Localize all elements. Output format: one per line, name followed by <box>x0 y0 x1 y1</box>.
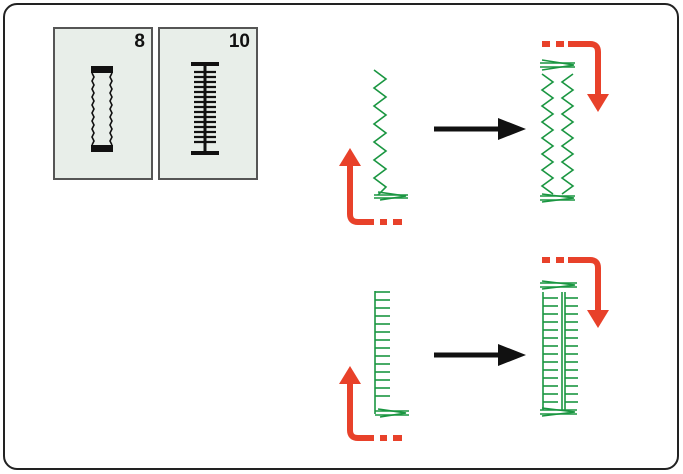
direction-arrow-up-2 <box>347 382 402 441</box>
pattern-number: 10 <box>228 31 250 52</box>
pattern-number: 8 <box>134 31 145 52</box>
zigzag-finished <box>540 59 575 203</box>
zigzag-first-pass <box>372 69 408 201</box>
arrowhead-up-2 <box>339 366 361 384</box>
transition-arrow-2 <box>434 344 526 366</box>
bar-first-pass <box>374 291 409 418</box>
arrowhead-down-1 <box>587 94 609 112</box>
pattern-tile-8: 8 <box>53 27 153 180</box>
direction-arrow-down-2 <box>542 257 601 310</box>
arrowhead-up-1 <box>339 148 361 166</box>
zigzag-buttonhole-icon <box>91 66 113 152</box>
bar-buttonhole-icon <box>191 62 219 155</box>
direction-arrow-down-1 <box>542 41 601 94</box>
bar-finished <box>540 280 578 417</box>
pattern-tile-10: 10 <box>158 27 258 180</box>
direction-arrow-up-1 <box>347 164 402 225</box>
buttonhole-sewing-diagram <box>339 41 609 441</box>
instruction-panel: 8 10 <box>3 3 679 470</box>
arrowhead-down-2 <box>587 310 609 328</box>
transition-arrow-1 <box>434 118 526 140</box>
